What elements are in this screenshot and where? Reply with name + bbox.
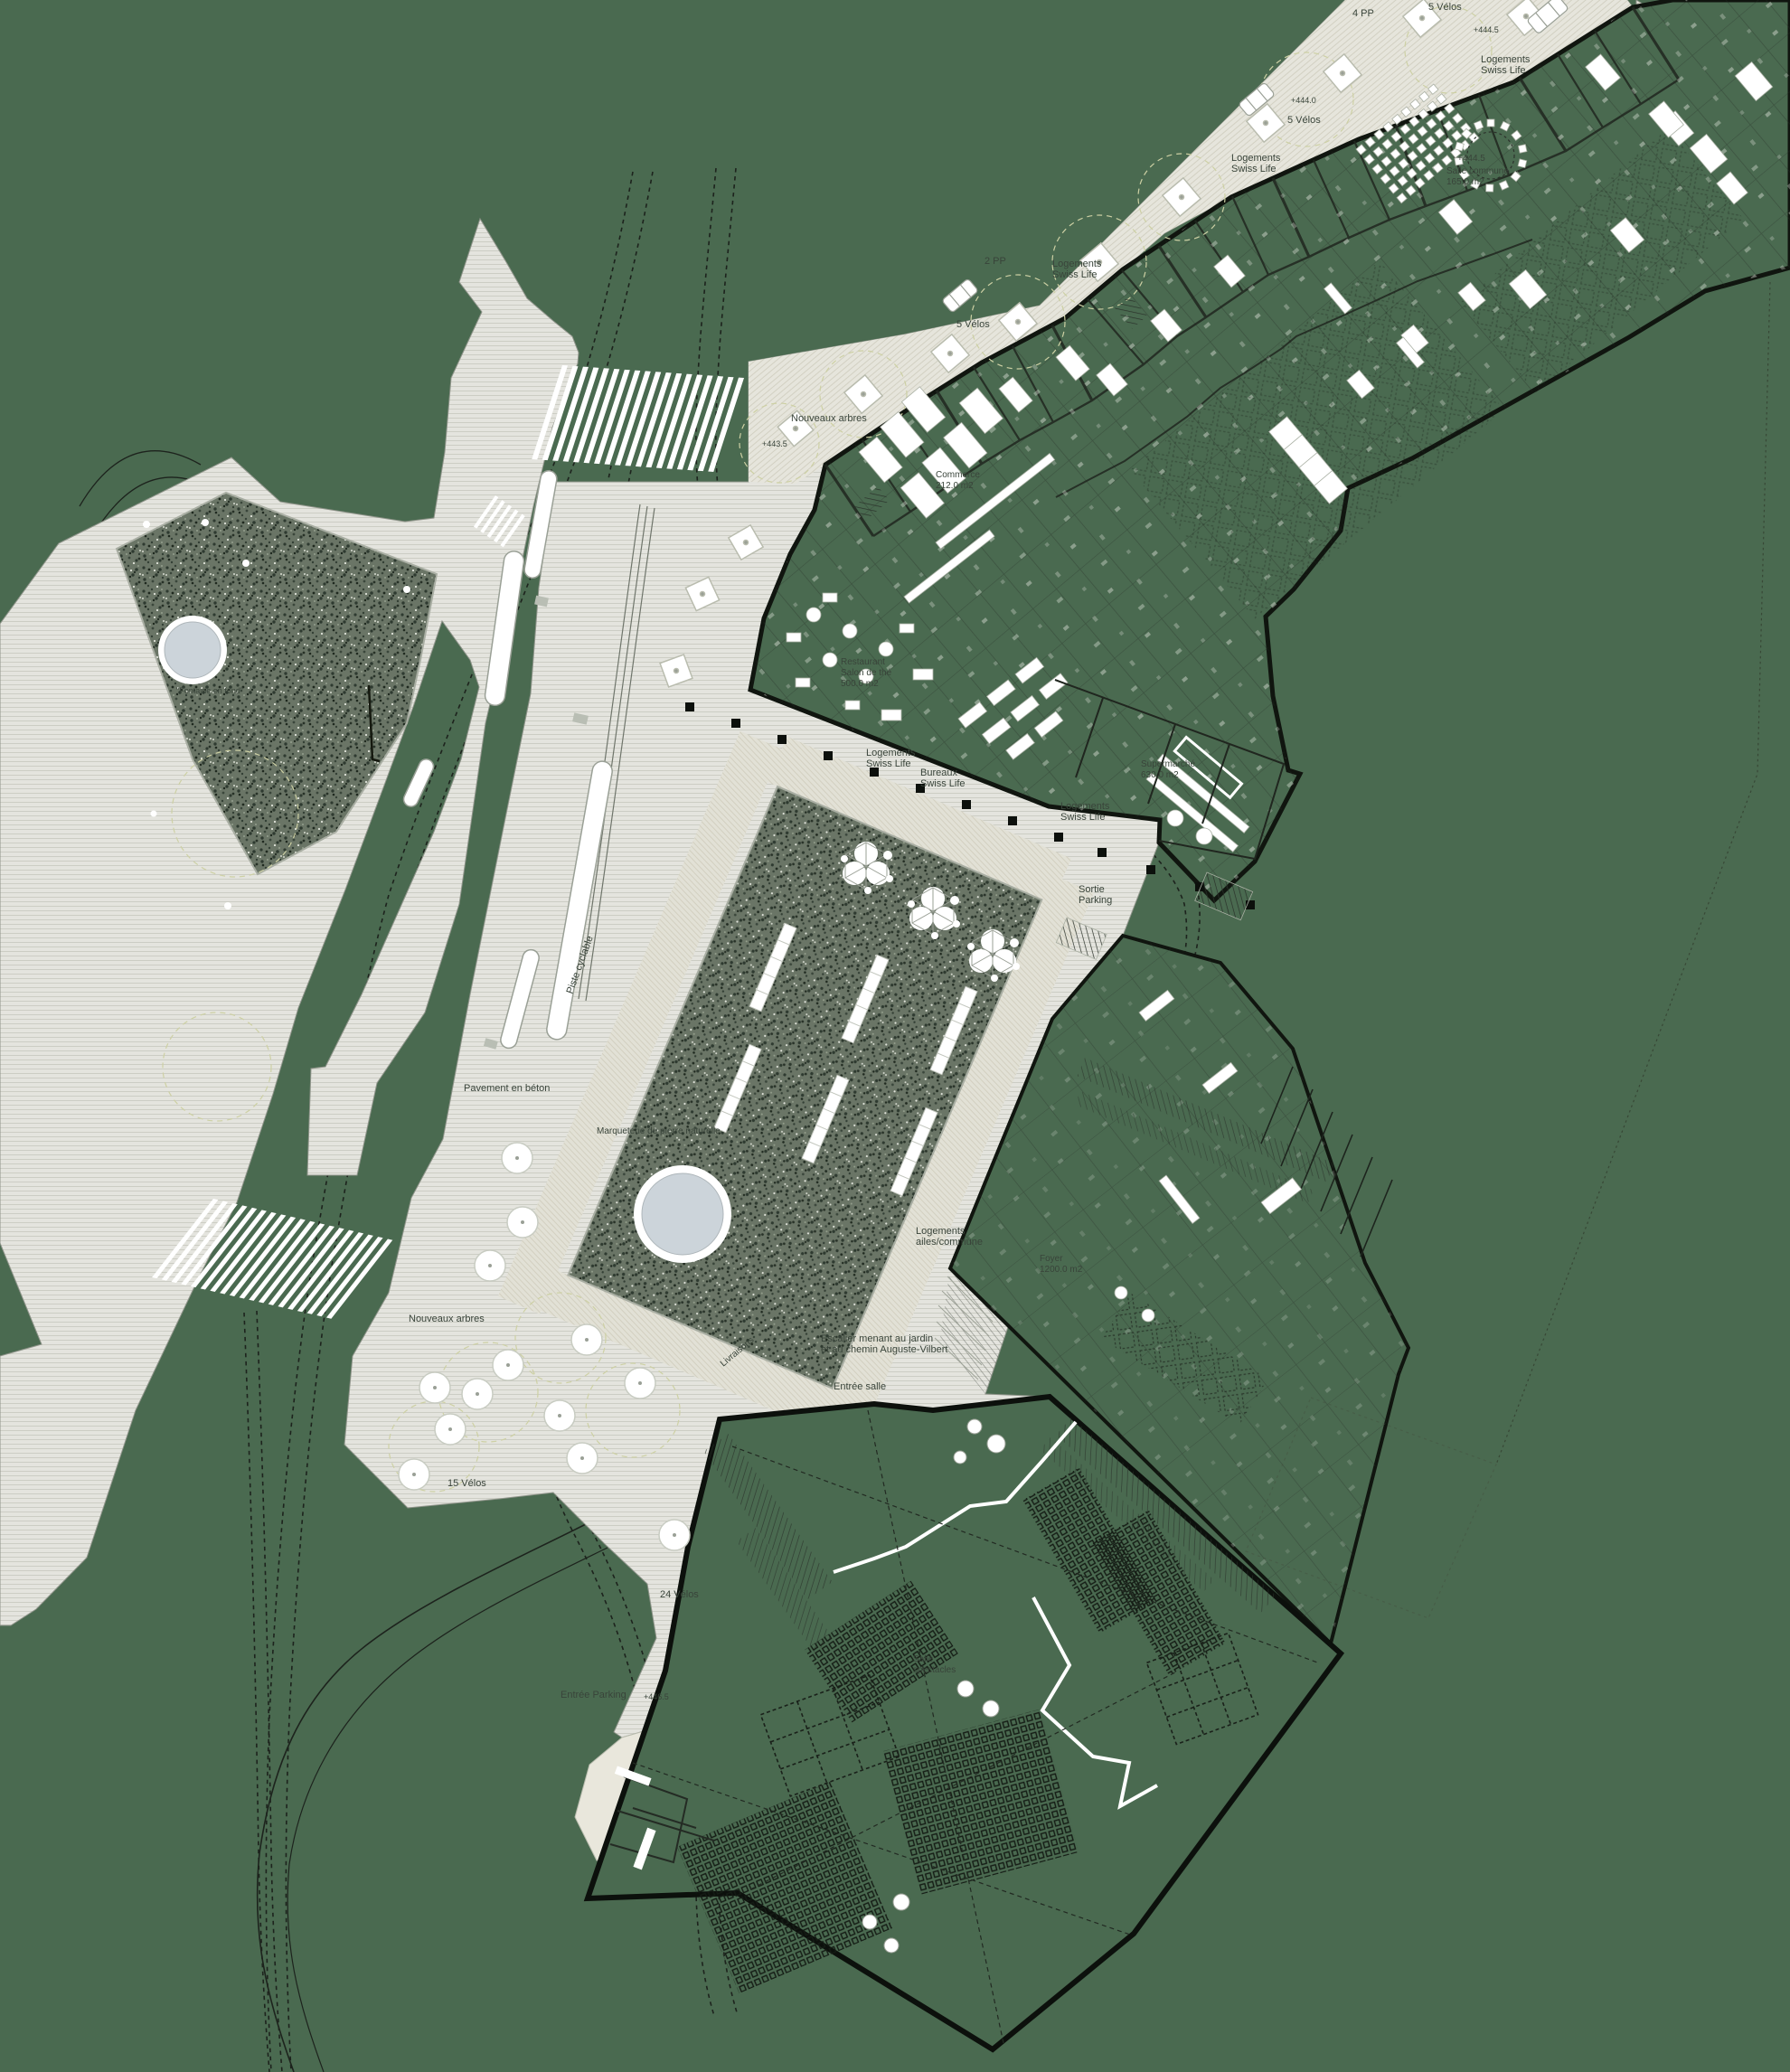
- svg-text:212.0 m2: 212.0 m2: [936, 481, 974, 491]
- svg-text:5 Vélos: 5 Vélos: [1287, 115, 1321, 126]
- svg-text:5 Vélos: 5 Vélos: [1428, 2, 1462, 13]
- svg-text:1200.0 m2: 1200.0 m2: [1040, 1265, 1083, 1275]
- svg-text:Pavement en béton: Pavement en béton: [464, 1083, 550, 1094]
- svg-text:Salle commune: Salle commune: [1446, 166, 1509, 176]
- svg-text:Swiss Life: Swiss Life: [920, 778, 966, 789]
- svg-text:Swiss Life: Swiss Life: [1060, 812, 1106, 823]
- svg-text:Logements: Logements: [1231, 153, 1281, 164]
- svg-text:Escalier menant au jardin: Escalier menant au jardin: [821, 1333, 933, 1344]
- svg-text:Logements: Logements: [916, 1226, 966, 1237]
- svg-text:Logements: Logements: [1481, 54, 1531, 65]
- svg-text:Swiss Life: Swiss Life: [866, 758, 911, 769]
- svg-text:Salon de thé: Salon de thé: [841, 668, 892, 678]
- svg-text:Swiss Life: Swiss Life: [1231, 164, 1277, 174]
- svg-text:24 Vélos: 24 Vélos: [660, 1589, 699, 1600]
- svg-text:+446.5: +446.5: [644, 1692, 669, 1701]
- svg-text:Entrée Parking: Entrée Parking: [561, 1690, 626, 1700]
- svg-text:Nouveaux arbres: Nouveaux arbres: [409, 1314, 485, 1324]
- svg-text:Salle: Salle: [913, 1654, 934, 1664]
- svg-text:Logements: Logements: [1060, 801, 1110, 812]
- svg-text:Swiss Life: Swiss Life: [1052, 269, 1098, 280]
- svg-text:Entrée salle: Entrée salle: [834, 1381, 886, 1392]
- svg-text:165.0 m2: 165.0 m2: [1446, 177, 1484, 187]
- svg-text:Logements: Logements: [866, 748, 916, 758]
- svg-text:+444.0: +444.0: [1291, 96, 1316, 105]
- svg-text:+443.5: +443.5: [762, 439, 787, 448]
- svg-text:2 PP: 2 PP: [984, 256, 1006, 267]
- svg-text:630.0 m2: 630.0 m2: [1141, 770, 1179, 780]
- svg-text:spectacles: spectacles: [913, 1665, 956, 1675]
- svg-text:Nouveaux arbres: Nouveaux arbres: [791, 413, 867, 424]
- svg-text:et au chemin Auguste-Vilbert: et au chemin Auguste-Vilbert: [821, 1344, 947, 1355]
- svg-text:Sortie: Sortie: [1079, 884, 1105, 895]
- svg-text:500.0 m2: 500.0 m2: [841, 679, 879, 689]
- svg-text:Commerce: Commerce: [936, 470, 980, 480]
- svg-text:+444.5: +444.5: [1457, 154, 1485, 164]
- svg-text:Marqueterie de pierre naturell: Marqueterie de pierre naturelle: [597, 1126, 721, 1136]
- svg-text:Supermarché: Supermarché: [1141, 759, 1195, 769]
- svg-text:Restaurant: Restaurant: [841, 657, 885, 667]
- svg-text:Parking: Parking: [1079, 895, 1112, 906]
- svg-text:Logements: Logements: [1052, 259, 1102, 269]
- svg-text:5 Vélos: 5 Vélos: [956, 319, 990, 330]
- svg-text:15 Vélos: 15 Vélos: [448, 1478, 486, 1489]
- svg-text:4 PP: 4 PP: [1352, 8, 1374, 19]
- svg-text:"Fontaine en fond": "Fontaine en fond": [176, 686, 243, 695]
- svg-text:ailes/commune: ailes/commune: [916, 1237, 983, 1248]
- svg-text:+444.5: +444.5: [1474, 25, 1499, 34]
- svg-text:Bureaux: Bureaux: [920, 768, 957, 778]
- svg-text:Swiss Life: Swiss Life: [1481, 65, 1526, 76]
- svg-text:Foyer: Foyer: [1040, 1254, 1063, 1264]
